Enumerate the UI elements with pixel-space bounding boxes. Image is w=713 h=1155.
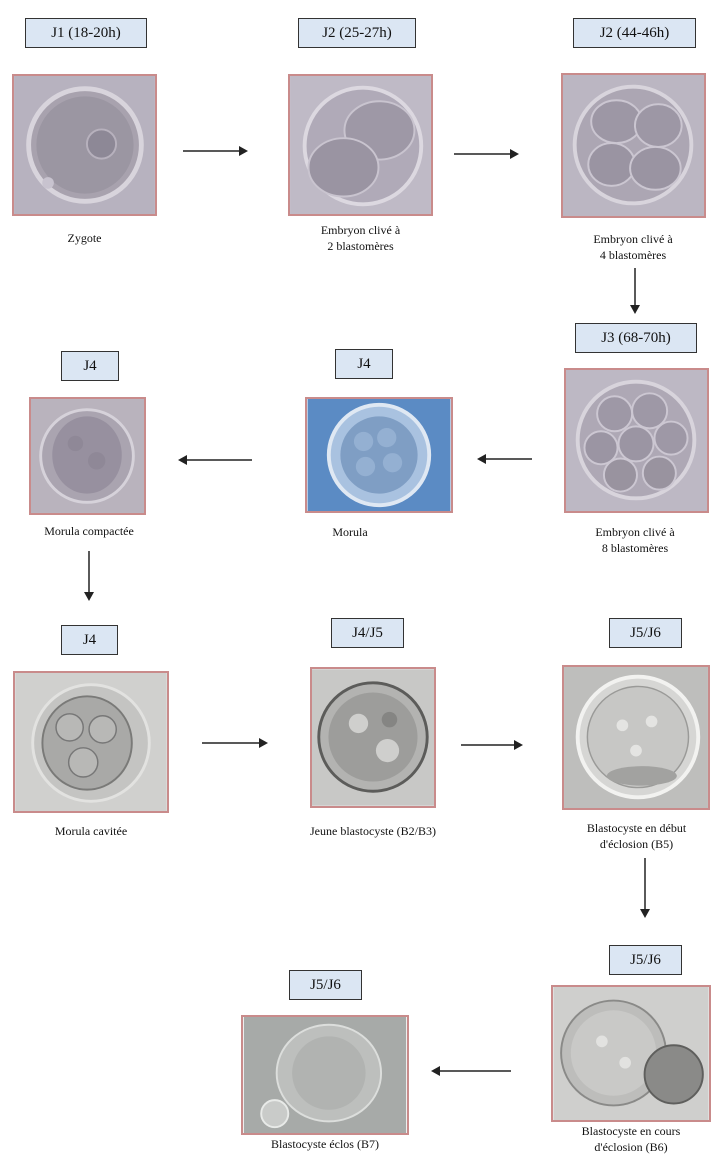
stage-label-cavitated: J4: [61, 625, 118, 655]
eight-cell-caption: Embryon clivé à8 blastomères: [555, 524, 713, 556]
stage-label-morula: J4: [335, 349, 393, 379]
stage-label-hatching-start: J5/J6: [609, 618, 682, 648]
hatched-blastocyst-image: [241, 1015, 409, 1135]
four-cell-caption: Embryon clivé à4 blastomères: [553, 231, 713, 263]
zygote-caption: Zygote: [12, 230, 157, 246]
eight-cell-image: [564, 368, 709, 513]
stage-label-zygote: J1 (18-20h): [25, 18, 147, 48]
morula-caption: Morula: [310, 524, 390, 540]
stage-label-two-cell: J2 (25-27h): [298, 18, 416, 48]
stage-label-hatched: J5/J6: [289, 970, 362, 1000]
four-cell-image: [561, 73, 706, 218]
arrow-right-2: [454, 147, 519, 161]
young-blastocyst-image: [310, 667, 436, 808]
hatched-blastocyst-caption: Blastocyste éclos (B7): [221, 1136, 429, 1152]
arrow-left-2: [477, 452, 532, 466]
hatching-blastocyst-caption: Blastocyste en coursd'éclosion (B6): [550, 1123, 712, 1155]
arrow-down-3: [638, 858, 652, 918]
stage-label-eight-cell: J3 (68-70h): [575, 323, 697, 353]
arrow-right-4: [461, 738, 523, 752]
stage-label-young-blastocyst: J4/J5: [331, 618, 404, 648]
young-blastocyst-caption: Jeune blastocyste (B2/B3): [290, 823, 456, 839]
arrow-down-2: [82, 551, 96, 601]
arrow-left-3: [431, 1064, 511, 1078]
arrow-right-1: [183, 144, 248, 158]
two-cell-image: [288, 74, 433, 216]
morula-compacted-caption: Morula compactée: [14, 523, 164, 539]
morula-image: [305, 397, 453, 513]
arrow-down-1: [628, 268, 642, 314]
stage-label-hatching: J5/J6: [609, 945, 682, 975]
hatching-start-image: [562, 665, 710, 810]
arrow-right-3: [202, 736, 268, 750]
arrow-left-1: [178, 453, 252, 467]
hatching-blastocyst-image: [551, 985, 711, 1122]
morula-compacted-image: [29, 397, 146, 515]
stage-label-compacted: J4: [61, 351, 119, 381]
stage-label-four-cell: J2 (44-46h): [573, 18, 696, 48]
hatching-start-caption: Blastocyste en débutd'éclosion (B5): [560, 820, 713, 852]
morula-cavitated-image: [13, 671, 169, 813]
zygote-image: [12, 74, 157, 216]
morula-cavitated-caption: Morula cavitée: [13, 823, 169, 839]
two-cell-caption: Embryon clivé à2 blastomères: [278, 222, 443, 254]
